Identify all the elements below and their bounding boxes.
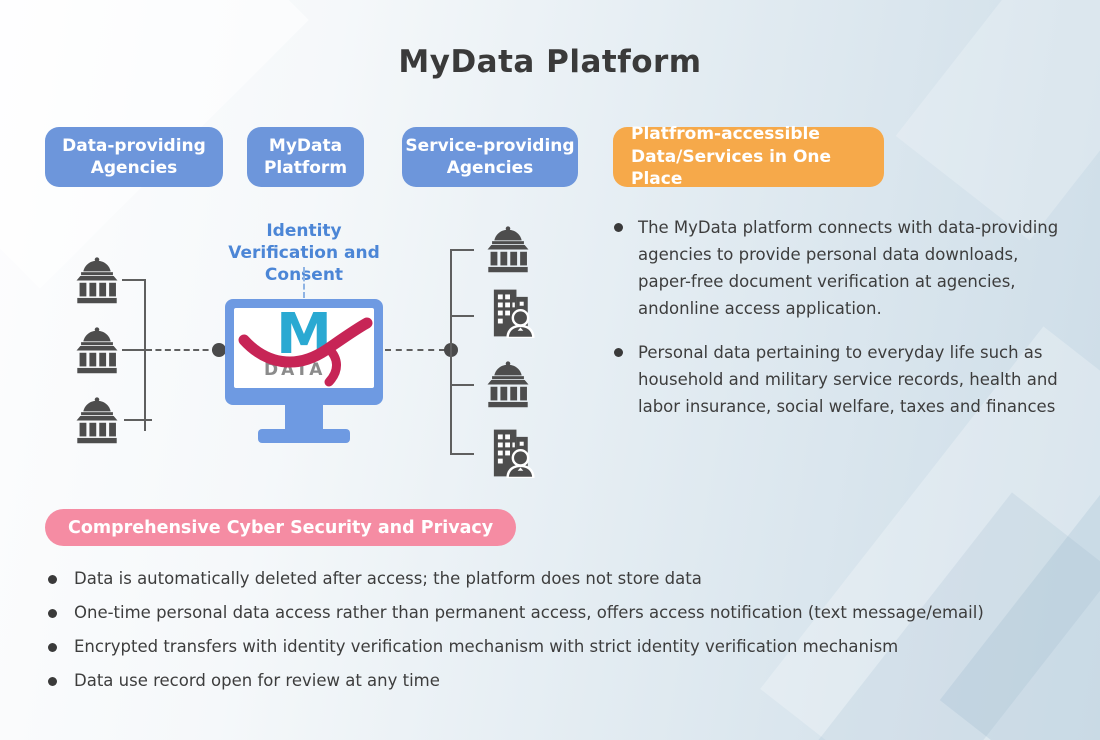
bullet-dot-icon [614,214,638,322]
office-building-person-icon [484,288,536,338]
connector-bracket-left [144,279,146,431]
badge-mydata-platform: MyData Platform [247,127,364,187]
monitor-stand [285,405,323,429]
government-building-icon [483,361,533,408]
connector-tick [122,349,146,351]
connector-tick [122,279,146,281]
dashed-connector-right [385,349,445,351]
government-building-icon [72,327,122,374]
monitor-base [258,429,350,443]
badge-service-providing-agencies: Service-providing Agencies [402,127,578,187]
list-item-text: One-time personal data access rather tha… [74,603,984,622]
list-item-text: Data is automatically deleted after acce… [74,569,702,588]
badge-platform-accessible-data: Platfrom-accessible Data/Services in One… [613,124,884,189]
bullet-dot-icon [614,339,638,420]
list-item-text: Personal data pertaining to everyday lif… [638,343,1058,417]
connector-tick [450,453,474,455]
government-building-icon [72,257,122,304]
badge-data-providing-agencies: Data-providing Agencies [45,127,223,187]
office-building-person-icon [484,428,536,478]
connector-tick [450,384,474,386]
list-item-text: Data use record open for review at any t… [74,671,440,690]
connector-tick [450,249,474,251]
monitor-screen: M DATA [234,308,374,388]
logo-swoosh-icon [238,317,373,387]
background-facet [895,0,1100,241]
connector-dot-icon [212,343,226,357]
connector-bracket-right [450,249,452,455]
list-item: One-time personal data access rather tha… [48,602,1058,624]
page-title: MyData Platform [398,44,702,80]
connector-tick [450,315,474,317]
list-item: Personal data pertaining to everyday lif… [614,339,1066,420]
security-badge: Comprehensive Cyber Security and Privacy [45,509,517,546]
security-list: Data is automatically deleted after acce… [48,568,1058,704]
bullet-dot-icon [48,636,74,658]
government-building-icon [72,397,122,444]
identity-verification-label: Identity Verification and Consent [228,221,380,285]
platform-description-list: The MyData platform connects with data-p… [614,214,1066,437]
government-building-icon [483,226,533,273]
list-item: Encrypted transfers with identity verifi… [48,636,1058,658]
list-item: Data use record open for review at any t… [48,670,1058,692]
bullet-dot-icon [48,602,74,624]
list-item: The MyData platform connects with data-p… [614,214,1066,322]
identity-dashed-connector [303,267,305,298]
list-item-text: Encrypted transfers with identity verifi… [74,637,899,656]
bullet-dot-icon [48,568,74,590]
dashed-connector-left [146,349,218,351]
list-item-text: The MyData platform connects with data-p… [638,218,1059,319]
bullet-dot-icon [48,670,74,692]
list-item: Data is automatically deleted after acce… [48,568,1058,590]
monitor-icon: M DATA [225,299,383,445]
connector-tick [124,419,152,421]
